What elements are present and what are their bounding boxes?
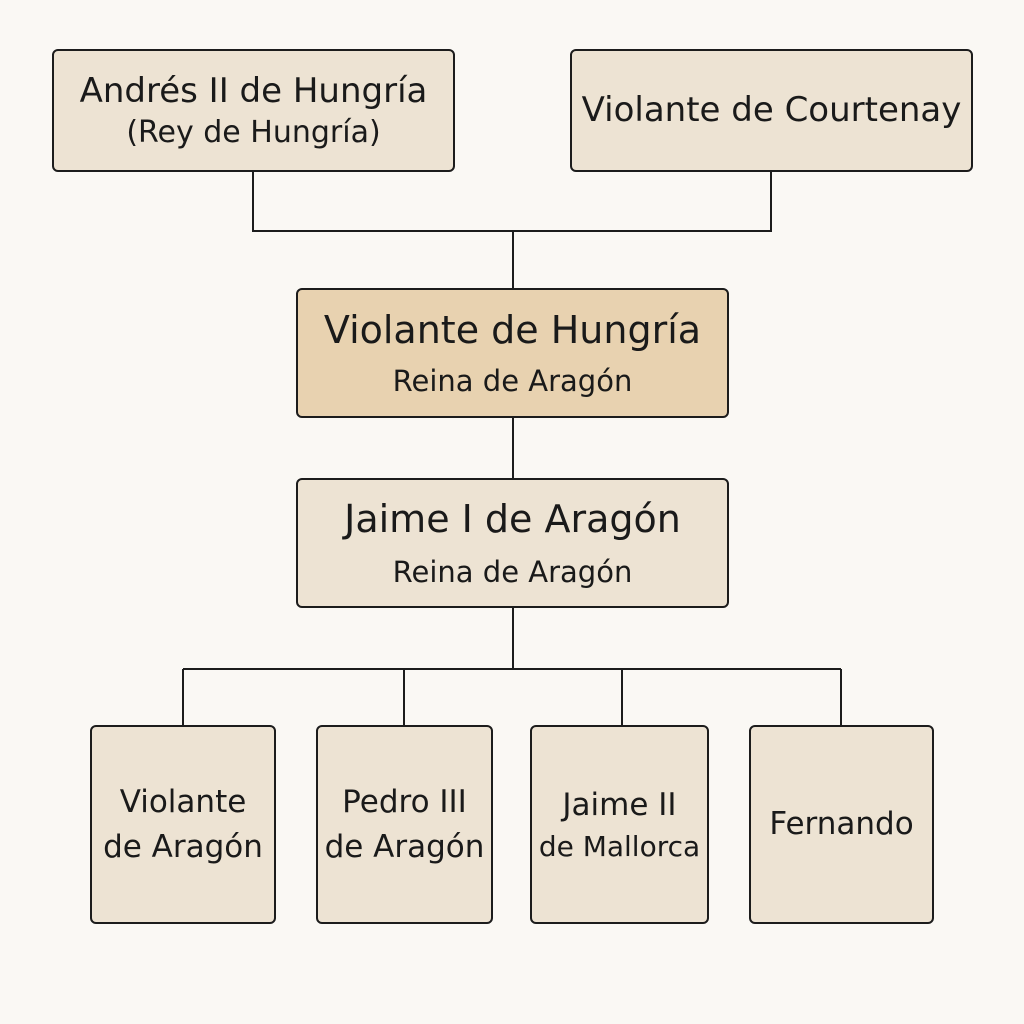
node-jaime-i: Jaime I de Aragón Reina de Aragón (296, 478, 729, 608)
node-name-line-1: Violante (119, 784, 247, 821)
node-child-jaime-ii: Jaime II de Mallorca (530, 725, 709, 924)
node-child-fernando: Fernando (749, 725, 934, 924)
node-andres-ii: Andrés II de Hungría (Rey de Hungría) (52, 49, 455, 172)
node-name: Violante de Hungría (323, 308, 702, 353)
node-title: Reina de Aragón (392, 363, 633, 398)
node-child-violante-de-aragon: Violante de Aragón (90, 725, 276, 924)
node-name: Jaime I de Aragón (344, 497, 681, 542)
node-name-line-1: Fernando (769, 806, 914, 843)
node-name-line-2: de Aragón (324, 828, 485, 865)
node-title: (Rey de Hungría) (126, 115, 381, 150)
node-violante-de-hungria: Violante de Hungría Reina de Aragón (296, 288, 729, 418)
node-name: Andrés II de Hungría (79, 70, 428, 111)
node-name: Violante de Courtenay (581, 90, 962, 131)
node-name-line-1: Jaime II (562, 786, 677, 823)
node-name-line-1: Pedro III (342, 784, 467, 821)
node-title: Reina de Aragón (392, 554, 633, 589)
node-violante-de-courtenay: Violante de Courtenay (570, 49, 973, 172)
connector-parents-to-subject (252, 172, 772, 232)
node-name-line-2: de Mallorca (538, 829, 701, 863)
node-name-line-2: de Aragón (103, 828, 263, 865)
node-child-pedro-iii: Pedro III de Aragón (316, 725, 493, 924)
